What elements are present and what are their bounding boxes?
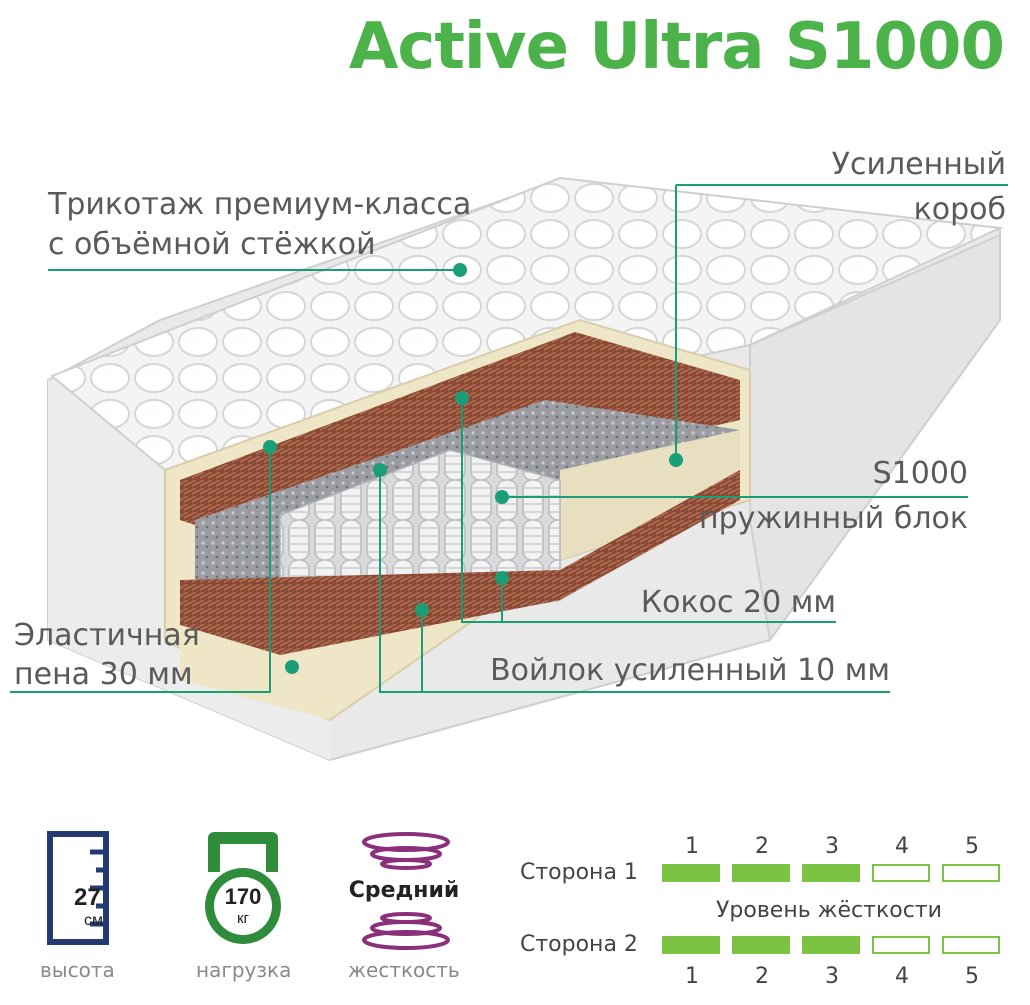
firmness-value: Средний bbox=[348, 878, 460, 903]
side-1-level-box bbox=[662, 864, 720, 882]
side-1-level-box bbox=[732, 864, 790, 882]
firmness-scale-caption: Уровень жёсткости bbox=[716, 898, 942, 923]
height-value: 27 bbox=[74, 884, 101, 911]
ruler-icon bbox=[47, 831, 109, 945]
scale-num-top: 1 bbox=[685, 834, 699, 859]
callout-fabric-line1: Трикотаж премиум-класса bbox=[48, 187, 472, 222]
scale-num-top: 5 bbox=[965, 834, 979, 859]
callout-box-line1: Усиленный bbox=[831, 147, 1006, 182]
load-caption: нагрузка bbox=[196, 958, 292, 982]
side-2-level-box bbox=[802, 936, 860, 954]
callout-coconut: Кокос 20 мм bbox=[640, 585, 836, 620]
side-2-level-box bbox=[662, 936, 720, 954]
kettlebell-icon bbox=[205, 832, 281, 944]
side-1-level-box bbox=[802, 864, 860, 882]
callout-box-line2: короб bbox=[913, 192, 1006, 227]
callout-foam-line2: пена 30 мм bbox=[14, 657, 193, 692]
side-2-level-box bbox=[872, 936, 930, 954]
callout-felt: Войлок усиленный 10 мм bbox=[490, 653, 890, 688]
height-unit: см bbox=[84, 912, 103, 929]
side-1-level-box bbox=[942, 864, 1000, 882]
scale-num-top: 2 bbox=[755, 834, 769, 859]
callout-foam-line1: Эластичная bbox=[14, 618, 200, 653]
scale-num-bottom: 1 bbox=[685, 964, 699, 989]
callout-spring-line1: S1000 bbox=[872, 456, 968, 491]
side-2-level-box bbox=[732, 936, 790, 954]
scale-num-top: 4 bbox=[895, 834, 909, 859]
side-1-label: Сторона 1 bbox=[520, 860, 638, 885]
side-2-level-box bbox=[942, 936, 1000, 954]
callout-spring-line2: пружинный блок bbox=[698, 501, 968, 536]
load-unit: кг bbox=[236, 910, 250, 927]
firmness-caption: жесткость bbox=[348, 958, 460, 982]
load-value: 170 bbox=[224, 884, 262, 909]
height-caption: высота bbox=[40, 958, 115, 982]
scale-num-bottom: 4 bbox=[895, 964, 909, 989]
scale-num-bottom: 2 bbox=[755, 964, 769, 989]
side-2-label: Сторона 2 bbox=[520, 932, 638, 957]
scale-num-bottom: 3 bbox=[825, 964, 839, 989]
spring-icon bbox=[362, 832, 450, 950]
product-title: Active Ultra S1000 bbox=[348, 10, 1005, 84]
callout-fabric-line2: с объёмной стёжкой bbox=[48, 227, 376, 262]
side-1-level-box bbox=[872, 864, 930, 882]
scale-num-bottom: 5 bbox=[965, 964, 979, 989]
scale-num-top: 3 bbox=[825, 834, 839, 859]
